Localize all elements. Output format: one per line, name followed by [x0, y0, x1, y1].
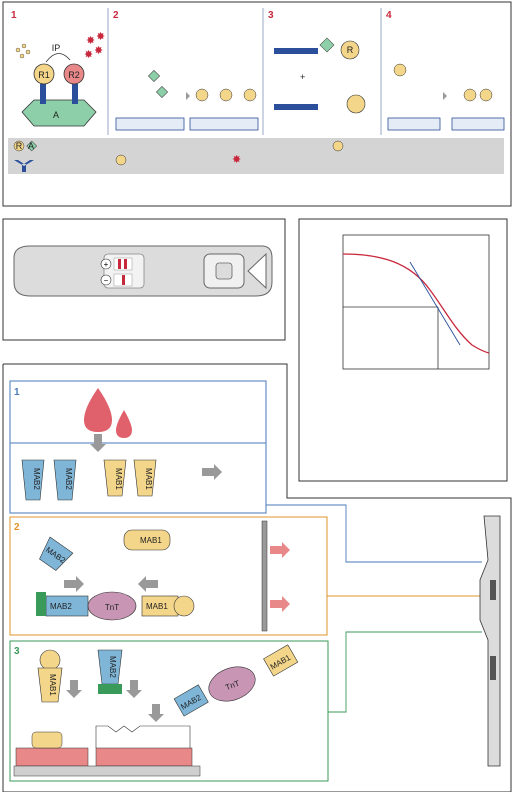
- negative-symbol: −: [104, 276, 109, 285]
- plus-sign: +: [300, 72, 305, 82]
- device-panel: + −: [2, 218, 286, 341]
- legend-r-label: R: [16, 141, 23, 151]
- red-particle-legend: ✸: [232, 154, 241, 166]
- mab1-label: MAB1: [146, 602, 168, 611]
- assay-step-1: 1: [14, 387, 20, 398]
- r2-label: R2: [68, 70, 80, 80]
- assay-step-2: 2: [14, 522, 20, 533]
- step-3-number: 3: [268, 10, 274, 21]
- top-panel: 1 2 3 4 A R1 R2 IP ✸ ✸ ✸ ✸: [2, 1, 512, 207]
- assay-panel: 1 MAB2 MAB2 MAB1 MAB1 2 MAB2 MAB1 MAB2 T…: [2, 363, 512, 792]
- step4-illustration: [387, 63, 505, 131]
- step-4-number: 4: [386, 10, 392, 21]
- legend-bar: [8, 138, 504, 174]
- step1-illustration: A R1 R2 IP ✸ ✸ ✸ ✸: [15, 31, 105, 127]
- red-particle: ✸: [94, 45, 103, 57]
- step3-illustration: R +: [274, 37, 366, 114]
- red-particle: ✸: [96, 31, 105, 43]
- red-particle: ✸: [84, 49, 93, 61]
- curve-panel: [298, 218, 508, 482]
- step-1-number: 1: [11, 10, 17, 21]
- antigen-a-label: A: [53, 110, 59, 120]
- mab2-label: MAB2: [64, 468, 73, 490]
- dose-response-curve: [342, 253, 490, 354]
- step2-illustration: [115, 69, 259, 131]
- mab1-label: MAB1: [144, 468, 153, 490]
- ip-label: IP: [52, 43, 61, 53]
- step-2-number: 2: [113, 10, 119, 21]
- r1-label: R1: [38, 70, 50, 80]
- assay-step-3: 3: [14, 646, 20, 657]
- r-label: R: [347, 45, 354, 55]
- positive-symbol: +: [104, 260, 109, 269]
- mab2-label: MAB2: [108, 656, 117, 678]
- mab1-label: MAB1: [114, 468, 123, 490]
- red-particle: ✸: [86, 35, 95, 47]
- legend-a-label: A: [28, 141, 34, 151]
- mab2-label: MAB2: [32, 468, 41, 490]
- mab2-label: MAB2: [50, 602, 72, 611]
- mab1-label: MAB1: [140, 536, 162, 545]
- mab1-label: MAB1: [48, 674, 57, 696]
- tnt-label: TnT: [105, 603, 119, 612]
